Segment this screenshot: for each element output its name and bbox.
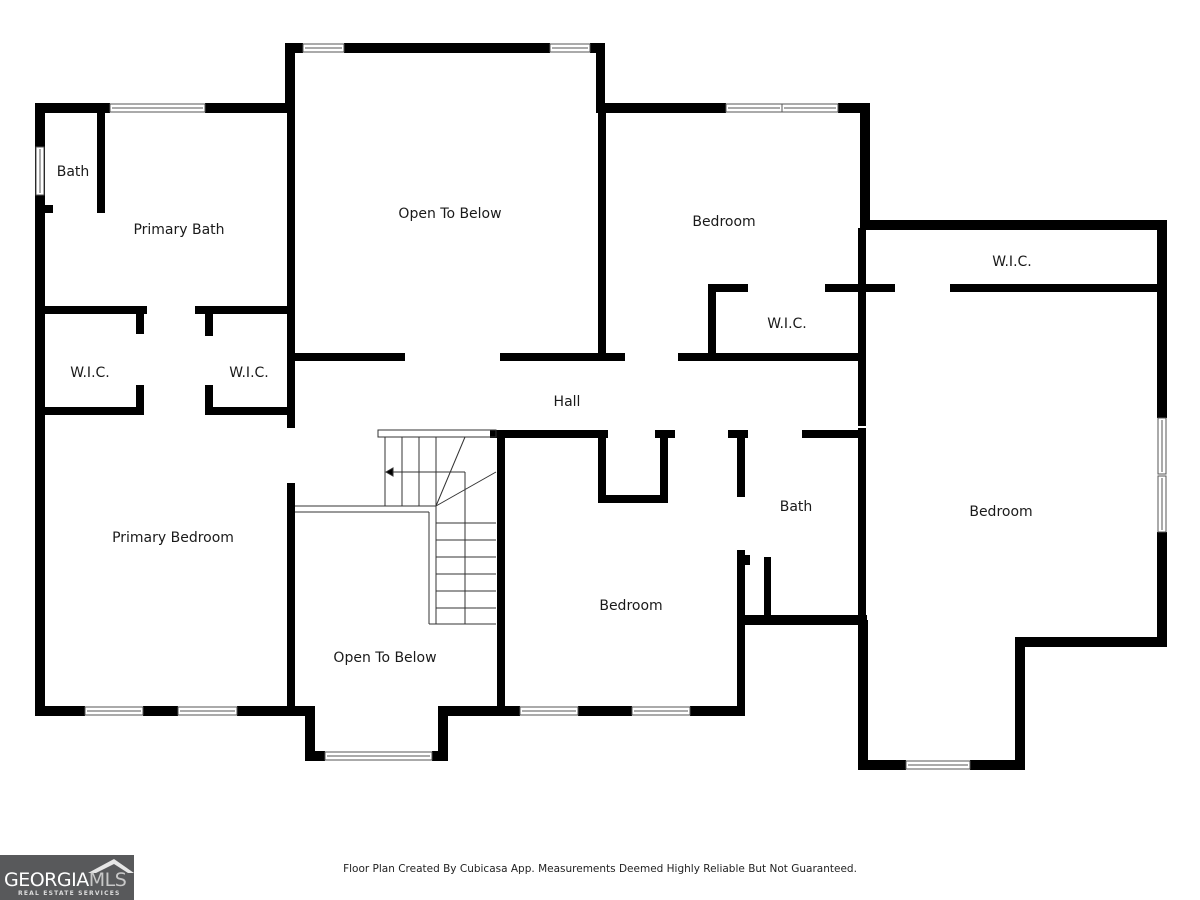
- walls: [35, 43, 1167, 770]
- logo-tagline: REAL ESTATE SERVICES: [18, 890, 121, 897]
- room-label-bedroom-top: Bedroom: [692, 214, 756, 230]
- room-label-open-to-below-bottom: Open To Below: [333, 650, 437, 666]
- logo-name-primary: GEORGIA: [4, 869, 89, 891]
- room-label-bath-small: Bath: [56, 164, 90, 180]
- room-label-bedroom-middle: Bedroom: [599, 598, 663, 614]
- room-label-wic-left-2: W.I.C.: [229, 365, 269, 381]
- logo-wordmark: GEORGIAMLS: [4, 869, 127, 891]
- windows: [35, 43, 1167, 770]
- logo-name-secondary: MLS: [88, 869, 127, 891]
- roof-icon: [88, 859, 134, 873]
- room-label-wic-bedroom-top: W.I.C.: [767, 316, 807, 332]
- room-label-bath-middle: Bath: [779, 499, 813, 515]
- room-label-primary-bedroom: Primary Bedroom: [112, 530, 234, 546]
- room-label-hall: Hall: [553, 394, 581, 410]
- room-label-primary-bath: Primary Bath: [133, 222, 225, 238]
- room-label-wic-right-top: W.I.C.: [992, 254, 1032, 270]
- room-label-open-to-below-top: Open To Below: [398, 206, 502, 222]
- disclaimer-text: Floor Plan Created By Cubicasa App. Meas…: [343, 863, 857, 875]
- staircase: [295, 429, 497, 625]
- room-label-wic-left-1: W.I.C.: [70, 365, 110, 381]
- georgia-mls-logo: GEORGIAMLS REAL ESTATE SERVICES: [0, 855, 134, 900]
- room-label-bedroom-right: Bedroom: [969, 504, 1033, 520]
